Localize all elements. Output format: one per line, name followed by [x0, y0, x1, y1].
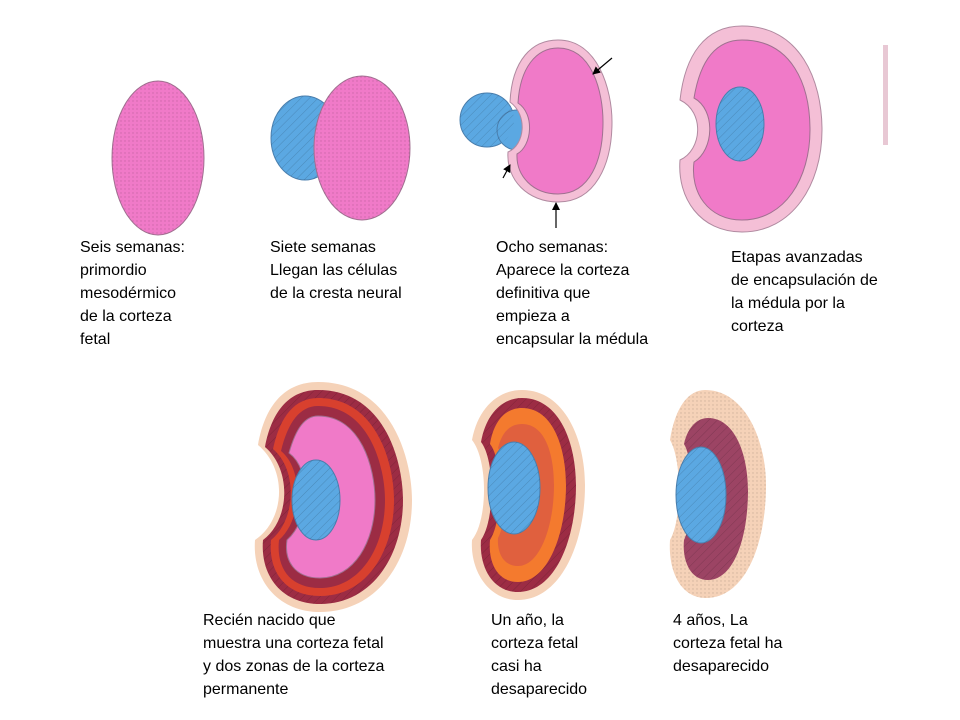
stage-2-illustration — [270, 75, 411, 221]
stage-6-illustration — [471, 390, 585, 600]
cropped-edge-fragment — [883, 45, 888, 145]
medulla-texture — [488, 442, 540, 534]
fetal-cortex-texture — [314, 76, 410, 220]
stage-3-illustration — [459, 39, 613, 228]
caption-eight-weeks: Ocho semanas: Aparece la corteza definit… — [496, 239, 649, 348]
medulla-texture — [676, 447, 726, 543]
stage-5-illustration — [254, 382, 412, 612]
medulla-texture — [460, 93, 514, 147]
stage-7-illustration — [669, 390, 766, 598]
fetal-cortex-texture — [112, 81, 204, 235]
caption-seven-weeks: Siete semanas Llegan las células de la c… — [270, 239, 402, 302]
caption-one-year: Un año, la corteza fetal casi ha desapar… — [491, 612, 588, 698]
caption-six-weeks: Seis semanas: primordio mesodérmico de l… — [80, 239, 185, 348]
stage-1-illustration — [111, 80, 205, 236]
medulla-texture — [292, 460, 340, 540]
caption-four-years: 4 años, La corteza fetal ha desaparecido — [673, 612, 783, 675]
arrow-top-right — [592, 57, 613, 75]
caption-newborn: Recién nacido que muestra una corteza fe… — [203, 612, 385, 698]
stage-4-illustration — [679, 25, 888, 233]
arrow-left — [502, 164, 511, 179]
fetal-cortex — [516, 47, 604, 195]
caption-advanced-stages: Etapas avanzadas de encapsulación de la … — [731, 249, 878, 335]
medulla-texture — [716, 87, 764, 161]
